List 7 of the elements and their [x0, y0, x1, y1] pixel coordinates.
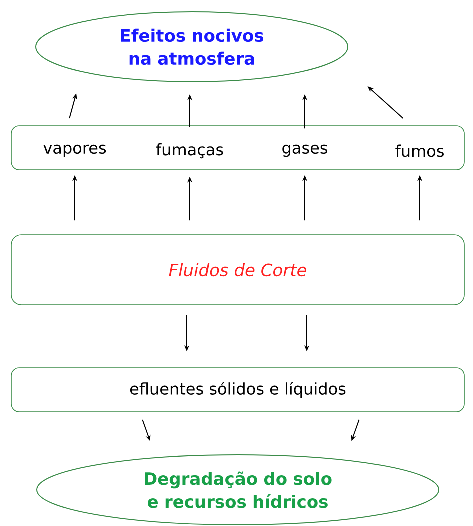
rounded-box: [11, 126, 465, 170]
word-label: fumaças: [156, 143, 224, 159]
word-label: gases: [282, 144, 328, 158]
word-label: vapores: [44, 144, 106, 158]
rounded-box: Fluidos de Corte: [11, 234, 465, 306]
word-label: fumos: [396, 144, 444, 158]
rounded-box: efluentes sólidos e líquidos: [11, 368, 465, 412]
